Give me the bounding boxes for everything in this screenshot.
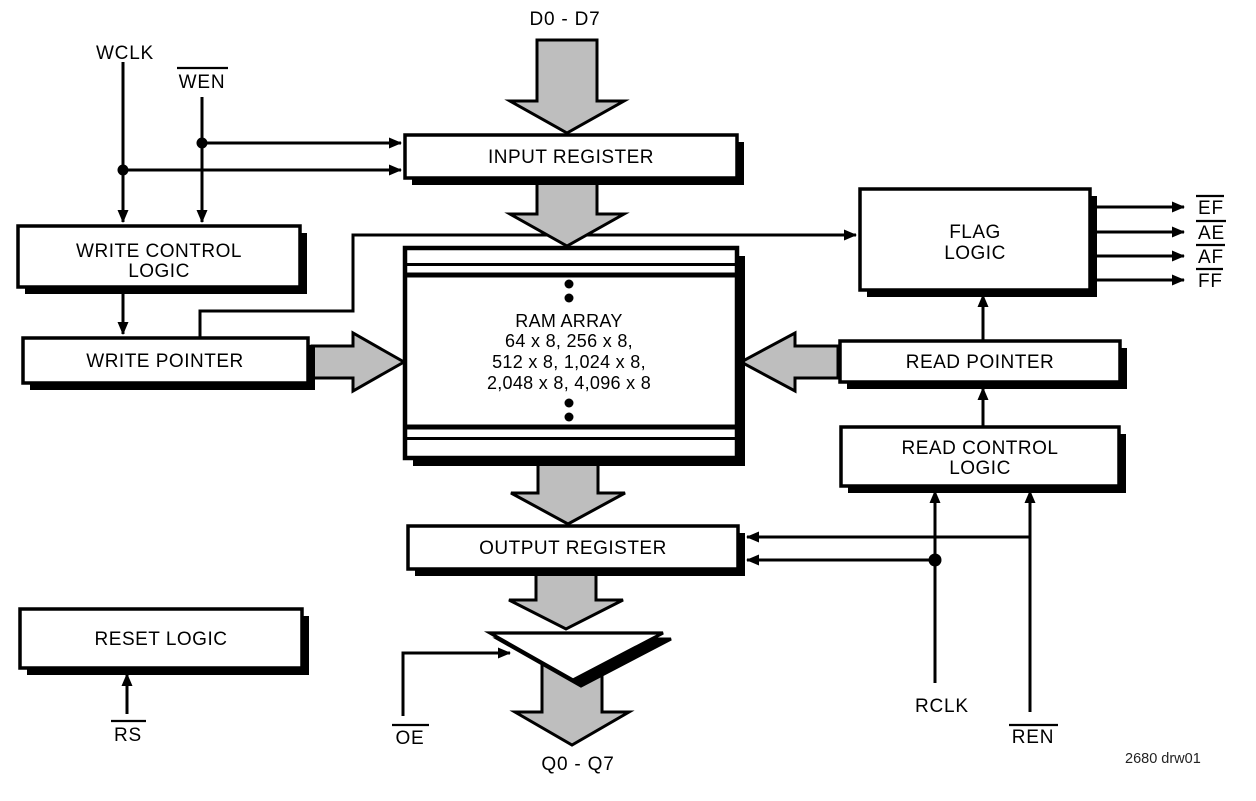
ram-array-label-line2: 64 x 8, 256 x 8, xyxy=(505,331,633,351)
read-pointer-box: READ POINTER xyxy=(838,339,1127,389)
read-pointer-label: READ POINTER xyxy=(906,352,1055,373)
drawing-number: 2680 drw01 xyxy=(1125,751,1201,767)
output-register-box: OUTPUT REGISTER xyxy=(406,524,745,576)
tri-state-buffer-triangle xyxy=(483,631,664,682)
ren-label: REN xyxy=(1012,727,1055,748)
wclk-junction-dot xyxy=(117,164,129,176)
write-pointer-to-ram-arrow xyxy=(310,330,408,394)
data-out-bus-label: Q0 - Q7 xyxy=(541,754,614,775)
tri-state-buffer xyxy=(483,631,672,688)
data-in-bus-label: D0 - D7 xyxy=(529,9,600,30)
write-control-logic-box: WRITE CONTROL LOGIC xyxy=(16,224,307,294)
wen-junction-dot xyxy=(196,137,208,149)
ram-ellipsis-dot xyxy=(564,412,574,422)
wclk-label: WCLK xyxy=(96,43,154,64)
ram-ellipsis-dot xyxy=(564,398,574,408)
write-control-logic-label-line1: WRITE CONTROL xyxy=(76,241,242,262)
rclk-junction-dot xyxy=(928,553,942,567)
input-register-box: INPUT REGISTER xyxy=(403,133,744,185)
ram-array-label-line4: 2,048 x 8, 4,096 x 8 xyxy=(487,373,651,393)
ram-array-label-line3: 512 x 8, 1,024 x 8, xyxy=(492,352,646,372)
ram-to-output-register-arrow xyxy=(510,454,626,526)
rclk-label: RCLK xyxy=(915,696,969,717)
labels: D0 - D7 Q0 - Q7 WCLK WEN RCLK REN OE RS … xyxy=(96,9,1226,775)
read-control-logic-box: READ CONTROL LOGIC xyxy=(839,425,1126,493)
write-pointer-to-flag-logic-wire xyxy=(198,229,857,339)
read-control-logic-label-line1: READ CONTROL xyxy=(902,438,1059,459)
af-flag-label: AF xyxy=(1198,247,1224,268)
oe-label: OE xyxy=(395,728,424,749)
flag-logic-label-line2: LOGIC xyxy=(944,243,1006,264)
ram-ellipsis-dot xyxy=(564,279,574,289)
ram-array-label-line1: RAM ARRAY xyxy=(515,311,622,331)
flag-logic-label-line1: FLAG xyxy=(949,222,1001,243)
ef-flag-label: EF xyxy=(1198,198,1224,219)
reset-logic-box: RESET LOGIC xyxy=(18,607,309,675)
rs-label: RS xyxy=(114,725,142,746)
wires xyxy=(117,62,1185,716)
ram-ellipsis-dot xyxy=(564,293,574,303)
oe-wire xyxy=(401,647,511,716)
ae-flag-label: AE xyxy=(1198,223,1225,244)
write-pointer-label: WRITE POINTER xyxy=(86,351,243,372)
reset-logic-label: RESET LOGIC xyxy=(95,629,228,650)
bus-arrows xyxy=(310,38,840,747)
write-control-logic-label-line2: LOGIC xyxy=(128,261,190,282)
write-pointer-box: WRITE POINTER xyxy=(21,336,315,390)
read-pointer-to-ram-arrow xyxy=(737,330,840,394)
wen-label: WEN xyxy=(179,72,226,93)
input-register-label: INPUT REGISTER xyxy=(488,147,654,168)
data-in-bus-arrow xyxy=(504,38,630,135)
flag-logic-box: FLAG LOGIC xyxy=(858,187,1097,297)
read-control-logic-label-line2: LOGIC xyxy=(949,458,1011,479)
ff-flag-label: FF xyxy=(1198,271,1223,292)
output-register-label: OUTPUT REGISTER xyxy=(479,538,667,559)
ram-array-box: RAM ARRAY 64 x 8, 256 x 8, 512 x 8, 1,02… xyxy=(402,245,745,466)
